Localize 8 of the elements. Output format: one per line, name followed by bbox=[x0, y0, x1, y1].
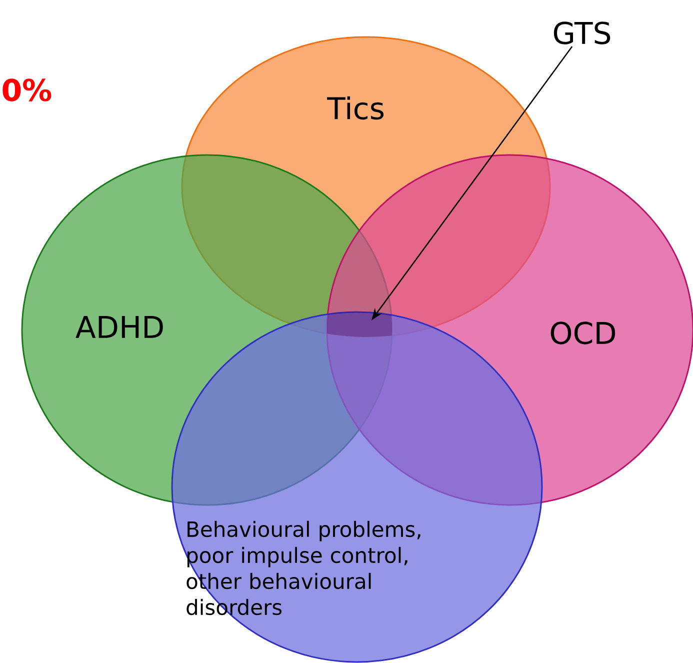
percentage-label: 0% bbox=[2, 78, 52, 102]
circle-label: Behavioural problems, poor impulse control, other behavioural disorders bbox=[186, 520, 420, 616]
circle-label: OCD bbox=[550, 322, 616, 344]
callout-text: GTS bbox=[554, 22, 610, 44]
venn-circle bbox=[171, 311, 543, 663]
circle-label: Tics bbox=[326, 96, 384, 120]
circle-label: ADHD bbox=[76, 316, 163, 338]
overlap-region bbox=[327, 312, 392, 337]
